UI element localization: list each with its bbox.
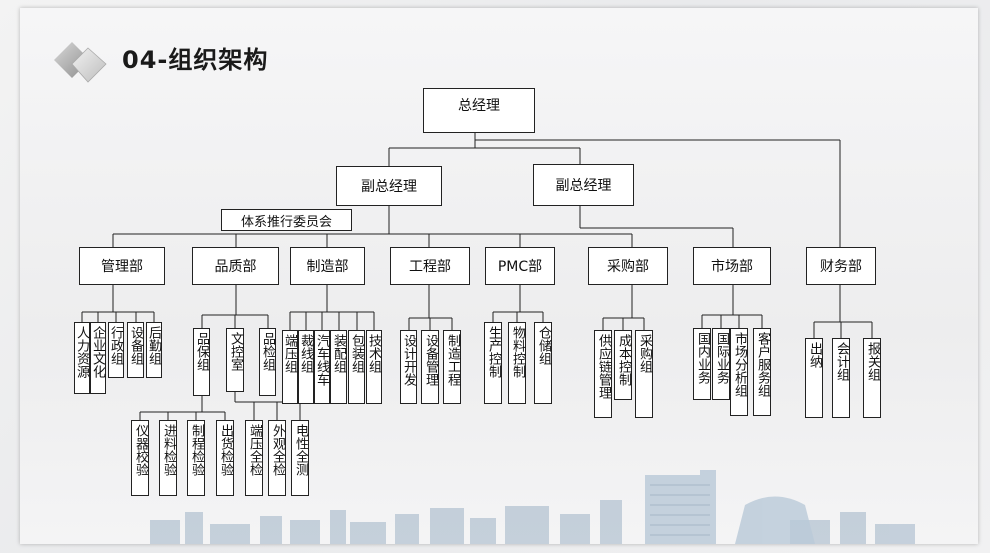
group-box: 市场分析组 [730,328,748,416]
group-box: 文控室 [226,328,244,392]
group-box: 成本控制 [614,330,632,400]
dept-finance: 财务部 [806,247,876,285]
group-box: 会计组 [832,338,850,418]
diamond-logo-icon [54,42,107,83]
group-box: 仓储组 [534,322,552,404]
group-box: 技术组 [366,330,382,404]
vp-left-box: 副总经理 [336,166,442,206]
dept-engineering: 工程部 [390,247,470,285]
subgroup-box: 端压全检 [245,420,263,496]
page-title: 04-组织架构 [122,46,269,74]
subgroup-box: 电性全测 [291,420,309,496]
group-box: 设备组 [127,322,144,378]
dept-pmc: PMC部 [485,247,555,285]
group-box: 供应链管理 [594,330,612,418]
group-box: 包装组 [348,330,365,404]
dept-manufacturing: 制造部 [290,247,365,285]
group-box: 品检组 [259,328,276,396]
group-box: 制造工程 [443,330,461,404]
group-box: 装配组 [330,330,347,404]
group-box: 生产控制 [484,322,502,404]
group-box: 客户服务组 [753,328,771,416]
group-box: 物料控制 [508,322,526,404]
group-box: 国内业务 [693,328,711,400]
dept-admin: 管理部 [79,247,165,285]
group-box: 行政组 [108,322,124,378]
dept-quality: 品质部 [192,247,279,285]
subgroup-box: 出货检验 [216,420,234,496]
group-box: 设计开发 [400,330,417,404]
group-box: 采购组 [635,330,653,418]
dept-marketing: 市场部 [693,247,771,285]
vp-right-box: 副总经理 [533,164,634,206]
group-box: 报关组 [863,338,881,418]
group-box: 出纳 [805,338,823,418]
group-box: 端压组 [282,330,298,404]
dept-purchasing: 采购部 [588,247,668,285]
group-box: 人力资源 [74,322,90,394]
group-box: 国际业务 [712,328,730,400]
subgroup-box: 制程检验 [187,420,205,496]
group-box: 裁线组 [298,330,314,404]
group-box: 汽车线车 [314,330,330,404]
group-box: 设备管理 [421,330,439,404]
subgroup-box: 仪器校验 [131,420,149,496]
group-box: 后勤组 [146,322,162,378]
ceo-box: 总经理 [423,88,535,133]
subgroup-box: 外观全检 [268,420,286,496]
subgroup-box: 进料检验 [159,420,177,496]
group-box: 品保组 [193,328,210,396]
committee-box: 体系推行委员会 [221,209,352,231]
group-box: 企业文化 [90,322,106,394]
